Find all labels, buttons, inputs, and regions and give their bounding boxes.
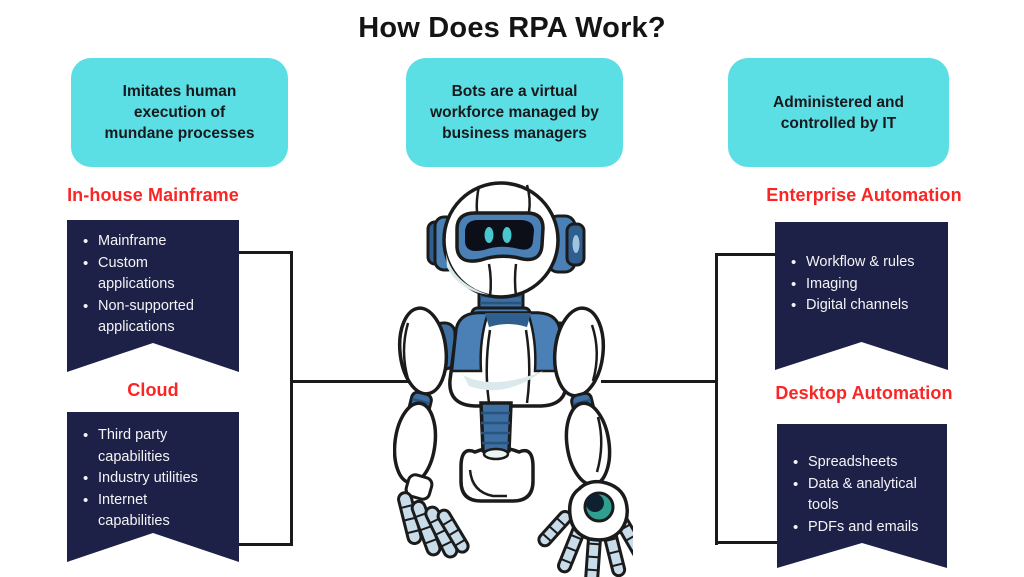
callout-imitates-human: Imitates human execution of mundane proc… — [71, 58, 288, 167]
bullet-list: Workflow & rules Imaging Digital channel… — [775, 222, 948, 317]
list-item: PDFs and emails — [808, 517, 939, 539]
connector-left-top — [237, 251, 292, 254]
list-item: Non-supported applications — [98, 296, 222, 339]
page-title: How Does RPA Work? — [358, 12, 666, 44]
list-item: Imaging — [806, 274, 940, 296]
bullet-list: Third party capabilities Industry utilit… — [67, 412, 239, 533]
callout-bots-virtual-workforce: Bots are a virtual workforce managed by … — [406, 58, 623, 167]
callout-line: workforce managed by — [430, 104, 599, 121]
banner-desktop-automation: Spreadsheets Data & analytical tools PDF… — [777, 424, 947, 568]
robot-illustration — [393, 181, 633, 577]
banner-in-house-mainframe: Mainframe Custom applications Non-suppor… — [67, 220, 239, 372]
list-item: Third party capabilities — [98, 425, 222, 468]
connector-right-spine — [715, 253, 718, 545]
list-item: Industry utilities — [98, 468, 222, 490]
bullet-list: Spreadsheets Data & analytical tools PDF… — [777, 424, 947, 538]
connector-left-spine — [290, 251, 293, 546]
connector-branch-right — [601, 380, 717, 383]
callout-line: execution of — [133, 104, 226, 121]
callout-line: mundane processes — [104, 125, 255, 142]
heading-desktop-automation: Desktop Automation — [775, 383, 953, 403]
banner-enterprise-automation: Workflow & rules Imaging Digital channel… — [775, 222, 948, 370]
heading-enterprise-automation: Enterprise Automation — [766, 185, 962, 205]
callout-administered-by-it: Administered and controlled by IT — [728, 58, 949, 167]
connector-branch-left — [290, 380, 408, 383]
callout-line: business managers — [442, 125, 587, 142]
callout-line: controlled by IT — [780, 114, 897, 132]
heading-cloud: Cloud — [127, 380, 179, 400]
bullet-list: Mainframe Custom applications Non-suppor… — [67, 220, 239, 339]
callout-line: Bots are a virtual — [451, 83, 578, 100]
connector-right-bottom — [715, 541, 778, 544]
list-item: Mainframe — [98, 231, 222, 253]
connector-left-bottom — [237, 543, 292, 546]
list-item: Internet capabilities — [98, 490, 222, 533]
callout-line: Administered and — [773, 93, 904, 111]
list-item: Workflow & rules — [806, 252, 940, 274]
callout-line: Imitates human — [122, 83, 237, 100]
banner-cloud: Third party capabilities Industry utilit… — [67, 412, 239, 562]
list-item: Digital channels — [806, 295, 940, 317]
list-item: Spreadsheets — [808, 452, 939, 474]
connector-right-top — [715, 253, 775, 256]
list-item: Custom applications — [98, 253, 222, 296]
list-item: Data & analytical tools — [808, 474, 939, 517]
heading-in-house-mainframe: In-house Mainframe — [67, 185, 239, 205]
